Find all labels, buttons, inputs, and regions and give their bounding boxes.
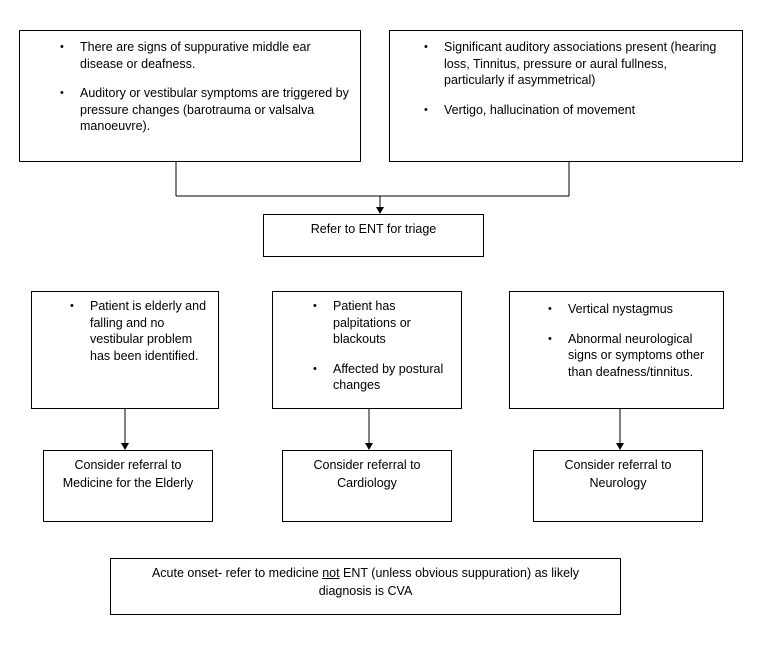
bullet-item: • Abnormal neurological signs or symptom… — [548, 331, 717, 381]
bullet-icon: • — [70, 300, 74, 312]
bullet-icon: • — [60, 87, 64, 99]
arrowhead-elderly — [121, 443, 129, 450]
cardio-referral-text: Consider referral to Cardiology — [313, 458, 421, 490]
bullet-icon: • — [313, 362, 317, 375]
acute-text-before: Acute onset- refer to medicine — [151, 566, 323, 580]
bullet-icon: • — [424, 103, 428, 116]
neuro-criteria-text-2: Abnormal neurological signs or symptoms … — [568, 331, 705, 379]
neuro-criteria-box: • Vertical nystagmus • Abnormal neurolog… — [509, 291, 724, 409]
elderly-criteria-box: • Patient is elderly and falling and no … — [31, 291, 219, 409]
bullet-icon: • — [60, 41, 64, 53]
bullet-icon: • — [313, 300, 317, 312]
bullet-icon: • — [548, 303, 552, 315]
cardio-criteria-box: • Patient has palpitations or blackouts … — [272, 291, 462, 409]
auditory-text-2: Vertigo, hallucination of movement — [444, 102, 636, 117]
elderly-referral-text: Consider referral to Medicine for the El… — [62, 458, 194, 490]
neuro-referral-text: Consider referral to Neurology — [564, 458, 672, 490]
auditory-text-1: Significant auditory associations presen… — [444, 40, 717, 87]
neuro-referral-box: Consider referral to Neurology — [533, 450, 703, 522]
cardio-referral-box: Consider referral to Cardiology — [282, 450, 452, 522]
ear-signs-box: • There are signs of suppurative middle … — [19, 30, 361, 162]
cardio-criteria-text-2: Affected by postural changes — [333, 361, 444, 393]
bullet-item: • Vertigo, hallucination of movement — [424, 102, 728, 119]
bullet-item: • There are signs of suppurative middle … — [60, 39, 350, 72]
ear-signs-text-2: Auditory or vestibular symptoms are trig… — [80, 86, 349, 133]
bullet-item: • Affected by postural changes — [313, 361, 455, 394]
bullet-icon: • — [424, 41, 428, 53]
bullet-item: • Significant auditory associations pres… — [424, 39, 728, 89]
arrowhead-neuro — [616, 443, 624, 450]
arrowhead-ent — [376, 207, 384, 214]
ear-signs-text-1: There are signs of suppurative middle ea… — [80, 40, 311, 71]
refer-ent-text: Refer to ENT for triage — [310, 222, 437, 236]
auditory-associations-box: • Significant auditory associations pres… — [389, 30, 743, 162]
acute-onset-box: Acute onset- refer to medicine not ENT (… — [110, 558, 621, 615]
neuro-criteria-text-1: Vertical nystagmus — [568, 302, 673, 316]
cardio-criteria-text-1: Patient has palpitations or blackouts — [333, 299, 411, 346]
bullet-item: • Patient is elderly and falling and no … — [70, 298, 212, 364]
acute-text-underlined: not — [322, 566, 340, 580]
acute-text-after: ENT (unless obvious suppuration) as like… — [318, 566, 580, 598]
bullet-item: • Vertical nystagmus — [548, 301, 717, 318]
bullet-item: • Auditory or vestibular symptoms are tr… — [60, 85, 350, 135]
bullet-icon: • — [548, 332, 552, 345]
elderly-referral-box: Consider referral to Medicine for the El… — [43, 450, 213, 522]
arrowhead-cardio — [365, 443, 373, 450]
elderly-criteria-text: Patient is elderly and falling and no ve… — [90, 299, 207, 363]
bullet-item: • Patient has palpitations or blackouts — [313, 298, 455, 348]
refer-ent-box: Refer to ENT for triage — [263, 214, 484, 257]
